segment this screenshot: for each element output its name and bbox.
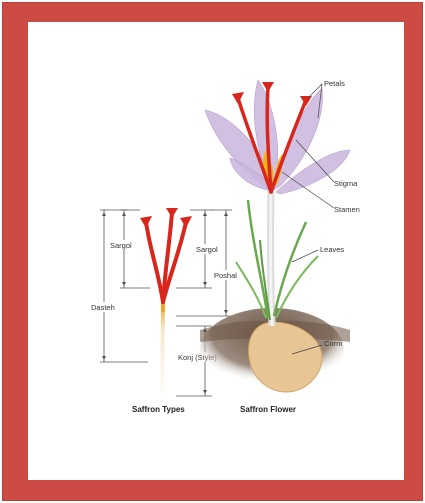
- stigma-tip-center: [166, 208, 178, 218]
- label-dasteh: Dasteh: [91, 303, 115, 312]
- label-poshal: Poshal: [214, 271, 237, 280]
- label-stamen: Stamen: [334, 205, 360, 214]
- leaves: [236, 200, 318, 320]
- label-corm: Corm: [324, 339, 342, 348]
- style-thread: [162, 300, 163, 400]
- caption-saffron-types: Saffron Types: [132, 405, 185, 414]
- caption-saffron-flower: Saffron Flower: [240, 405, 296, 414]
- label-sargol-right: Sargol: [196, 245, 218, 254]
- stigma-thread-left: [146, 222, 163, 302]
- saffron-types-illustration: [140, 208, 192, 400]
- label-sargol-left: Sargol: [110, 241, 132, 250]
- label-leaves: Leaves: [320, 245, 344, 254]
- label-stigma: Stigma: [334, 179, 358, 188]
- flower-stigma-tips: [232, 82, 312, 106]
- label-petals: Petals: [324, 79, 345, 88]
- stigma-tip-left: [140, 216, 152, 228]
- stigma-tip-right: [180, 216, 192, 228]
